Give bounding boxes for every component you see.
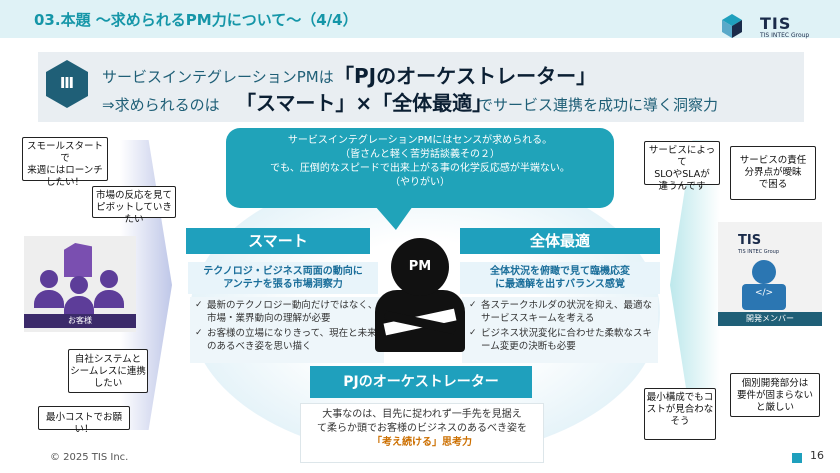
pm-speech-bubble: サービスインテグレーションPMにはセンスが求められる。 （皆さんと軽く苦労話談義… — [226, 128, 614, 208]
banner-line2-emphasis: 「スマート」×「全体最適」 — [236, 91, 493, 115]
subtitle-line: テクノロジ・ビジネス両面の動向に — [203, 266, 363, 277]
developer-label: 開発メンバー — [718, 312, 822, 326]
check-item: お客様の立場になりきって、現在と未来のあるべき姿を思い描く — [194, 327, 382, 353]
bubble-line: 違うんです — [658, 181, 706, 192]
bubble-line: 最小コストでお願い！ — [45, 412, 122, 435]
customer-label: お客様 — [24, 314, 136, 328]
bubble-line: スモールスタートで — [26, 141, 103, 164]
section-number: Ⅲ — [59, 74, 75, 92]
total-optimization-card-list: 各ステークホルダの状況を抑え、最適なサービススキームを考える ビジネス状況変化に… — [462, 297, 658, 363]
bubble-line: 最小構成でもコ — [646, 392, 714, 403]
check-item: ビジネス状況変化に合わせた柔軟なスキーム変更の決断も必要 — [468, 327, 656, 353]
bubble-line: 個別開発部分は — [741, 378, 809, 389]
bubble-line: で困る — [758, 179, 788, 190]
bubble-line: そう — [670, 416, 690, 427]
total-optimization-card-subtitle: 全体状況を俯瞰で見て臨機応変 に最適解を出すバランス感覚 — [460, 262, 660, 294]
person-icon — [40, 270, 58, 288]
customer-bubble: 自社システムと シームレスに連携 したい — [68, 349, 148, 393]
body-emphasis: 「考え続ける」思考力 — [372, 437, 472, 448]
developer-head-icon — [752, 260, 776, 284]
check-item: 各ステークホルダの状況を抑え、最適なサービススキームを考える — [468, 299, 656, 325]
person-body-icon — [34, 290, 64, 308]
page-title: 03.本題 ～求められるPM力について～（4/4） — [34, 11, 358, 29]
logo-text: TIS — [760, 14, 792, 33]
tis-logo-icon — [722, 14, 742, 38]
key-message-banner — [38, 52, 804, 122]
header-bar — [0, 0, 840, 38]
building-icon — [64, 243, 92, 277]
logo-subtext: TIS INTEC Group — [760, 32, 810, 39]
speech-line: （皆さんと軽く苦労話談義その２） — [340, 149, 500, 160]
speech-line: （やりがい） — [390, 177, 450, 188]
orchestrator-title: PJのオーケストレーター — [310, 366, 532, 398]
code-icon: </> — [754, 288, 774, 298]
speech-line: サービスインテグレーションPMにはセンスが求められる。 — [287, 135, 553, 146]
subtitle-line: に最適解を出すバランス感覚 — [495, 279, 625, 290]
developer-bubble: サービスの責任 分界点が曖昧 で困る — [730, 146, 816, 200]
bubble-line: SLOやSLAが — [654, 169, 710, 180]
bubble-line: したい！ — [45, 177, 84, 188]
speech-line: でも、圧倒的なスピードで出来上がる事の化学反応感が半端ない。 — [270, 163, 570, 174]
check-item: 最新のテクノロジー動向だけではなく、市場・業界動向の理解が必要 — [194, 299, 382, 325]
banner-line2-lead: ⇒求められるのは — [102, 96, 220, 114]
body-line: て柔らか頭でお客様のビジネスのあるべき姿を — [317, 423, 527, 434]
developer-logo-subtext: TIS INTEC Group — [738, 249, 780, 255]
bubble-line: 市場の反応を見て — [95, 190, 172, 201]
person-icon — [100, 270, 118, 288]
page-number: 16 — [810, 449, 824, 462]
banner-line1-lead: サービスインテグレーションPMは — [102, 68, 334, 86]
subtitle-line: 全体状況を俯瞰で見て臨機応変 — [490, 266, 630, 277]
bubble-line: サービスの責任 — [739, 155, 807, 166]
bubble-line: と厳しい — [755, 402, 794, 413]
bubble-line: サービスによって — [648, 145, 716, 168]
bubble-line: 分界点が曖昧 — [744, 167, 802, 178]
subtitle-line: アンテナを張る市場洞察力 — [223, 279, 343, 290]
smart-card-list: 最新のテクノロジー動向だけではなく、市場・業界動向の理解が必要 お客様の立場にな… — [190, 297, 384, 363]
smart-card-title: スマート — [186, 228, 370, 254]
customer-bubble: 市場の反応を見て ピボットしていきたい — [92, 186, 176, 225]
developer-bubble: 個別開発部分は 要件が固まらない と厳しい — [730, 373, 820, 417]
banner-line1-emphasis: 「PJのオーケストレーター」 — [334, 64, 597, 88]
total-optimization-card-title: 全体最適 — [460, 228, 660, 254]
person-body-icon — [94, 290, 124, 308]
orchestrator-body: 大事なのは、目先に捉われず一手先を見据え て柔らか頭でお客様のビジネスのあるべき… — [300, 403, 544, 463]
smart-card-subtitle: テクノロジ・ビジネス両面の動向に アンテナを張る市場洞察力 — [188, 262, 378, 294]
customer-bubble: 最小コストでお願い！ — [38, 406, 130, 435]
page-marker-icon — [792, 453, 802, 463]
laptop-icon — [742, 284, 786, 310]
developer-bubble: 最小構成でもコ ストが見合わな そう — [644, 388, 716, 440]
developer-bubble: サービスによって SLOやSLAが 違うんです — [644, 141, 720, 192]
bubble-line: したい — [93, 378, 123, 389]
person-icon — [70, 276, 88, 294]
banner-line2-tail: でサービス連携を成功に導く洞察力 — [478, 96, 719, 114]
developer-logo-text: TIS — [738, 233, 762, 248]
bubble-line: 来週にはローンチ — [27, 165, 103, 176]
bubble-line: ピボットしていきたい — [96, 202, 172, 225]
bubble-line: 要件が固まらない — [736, 390, 813, 401]
hexagon-badge — [46, 60, 88, 108]
person-body-icon — [64, 296, 94, 314]
copyright: © 2025 TIS Inc. — [50, 452, 129, 463]
bubble-line: シームレスに連携 — [70, 366, 146, 377]
pm-head-icon: PM — [391, 238, 449, 296]
bubble-line: ストが見合わな — [646, 404, 714, 415]
body-line: 大事なのは、目先に捉われず一手先を見据え — [322, 409, 522, 420]
bubble-line: 自社システムと — [74, 354, 142, 365]
customer-bubble: スモールスタートで 来週にはローンチ したい！ — [22, 137, 108, 188]
